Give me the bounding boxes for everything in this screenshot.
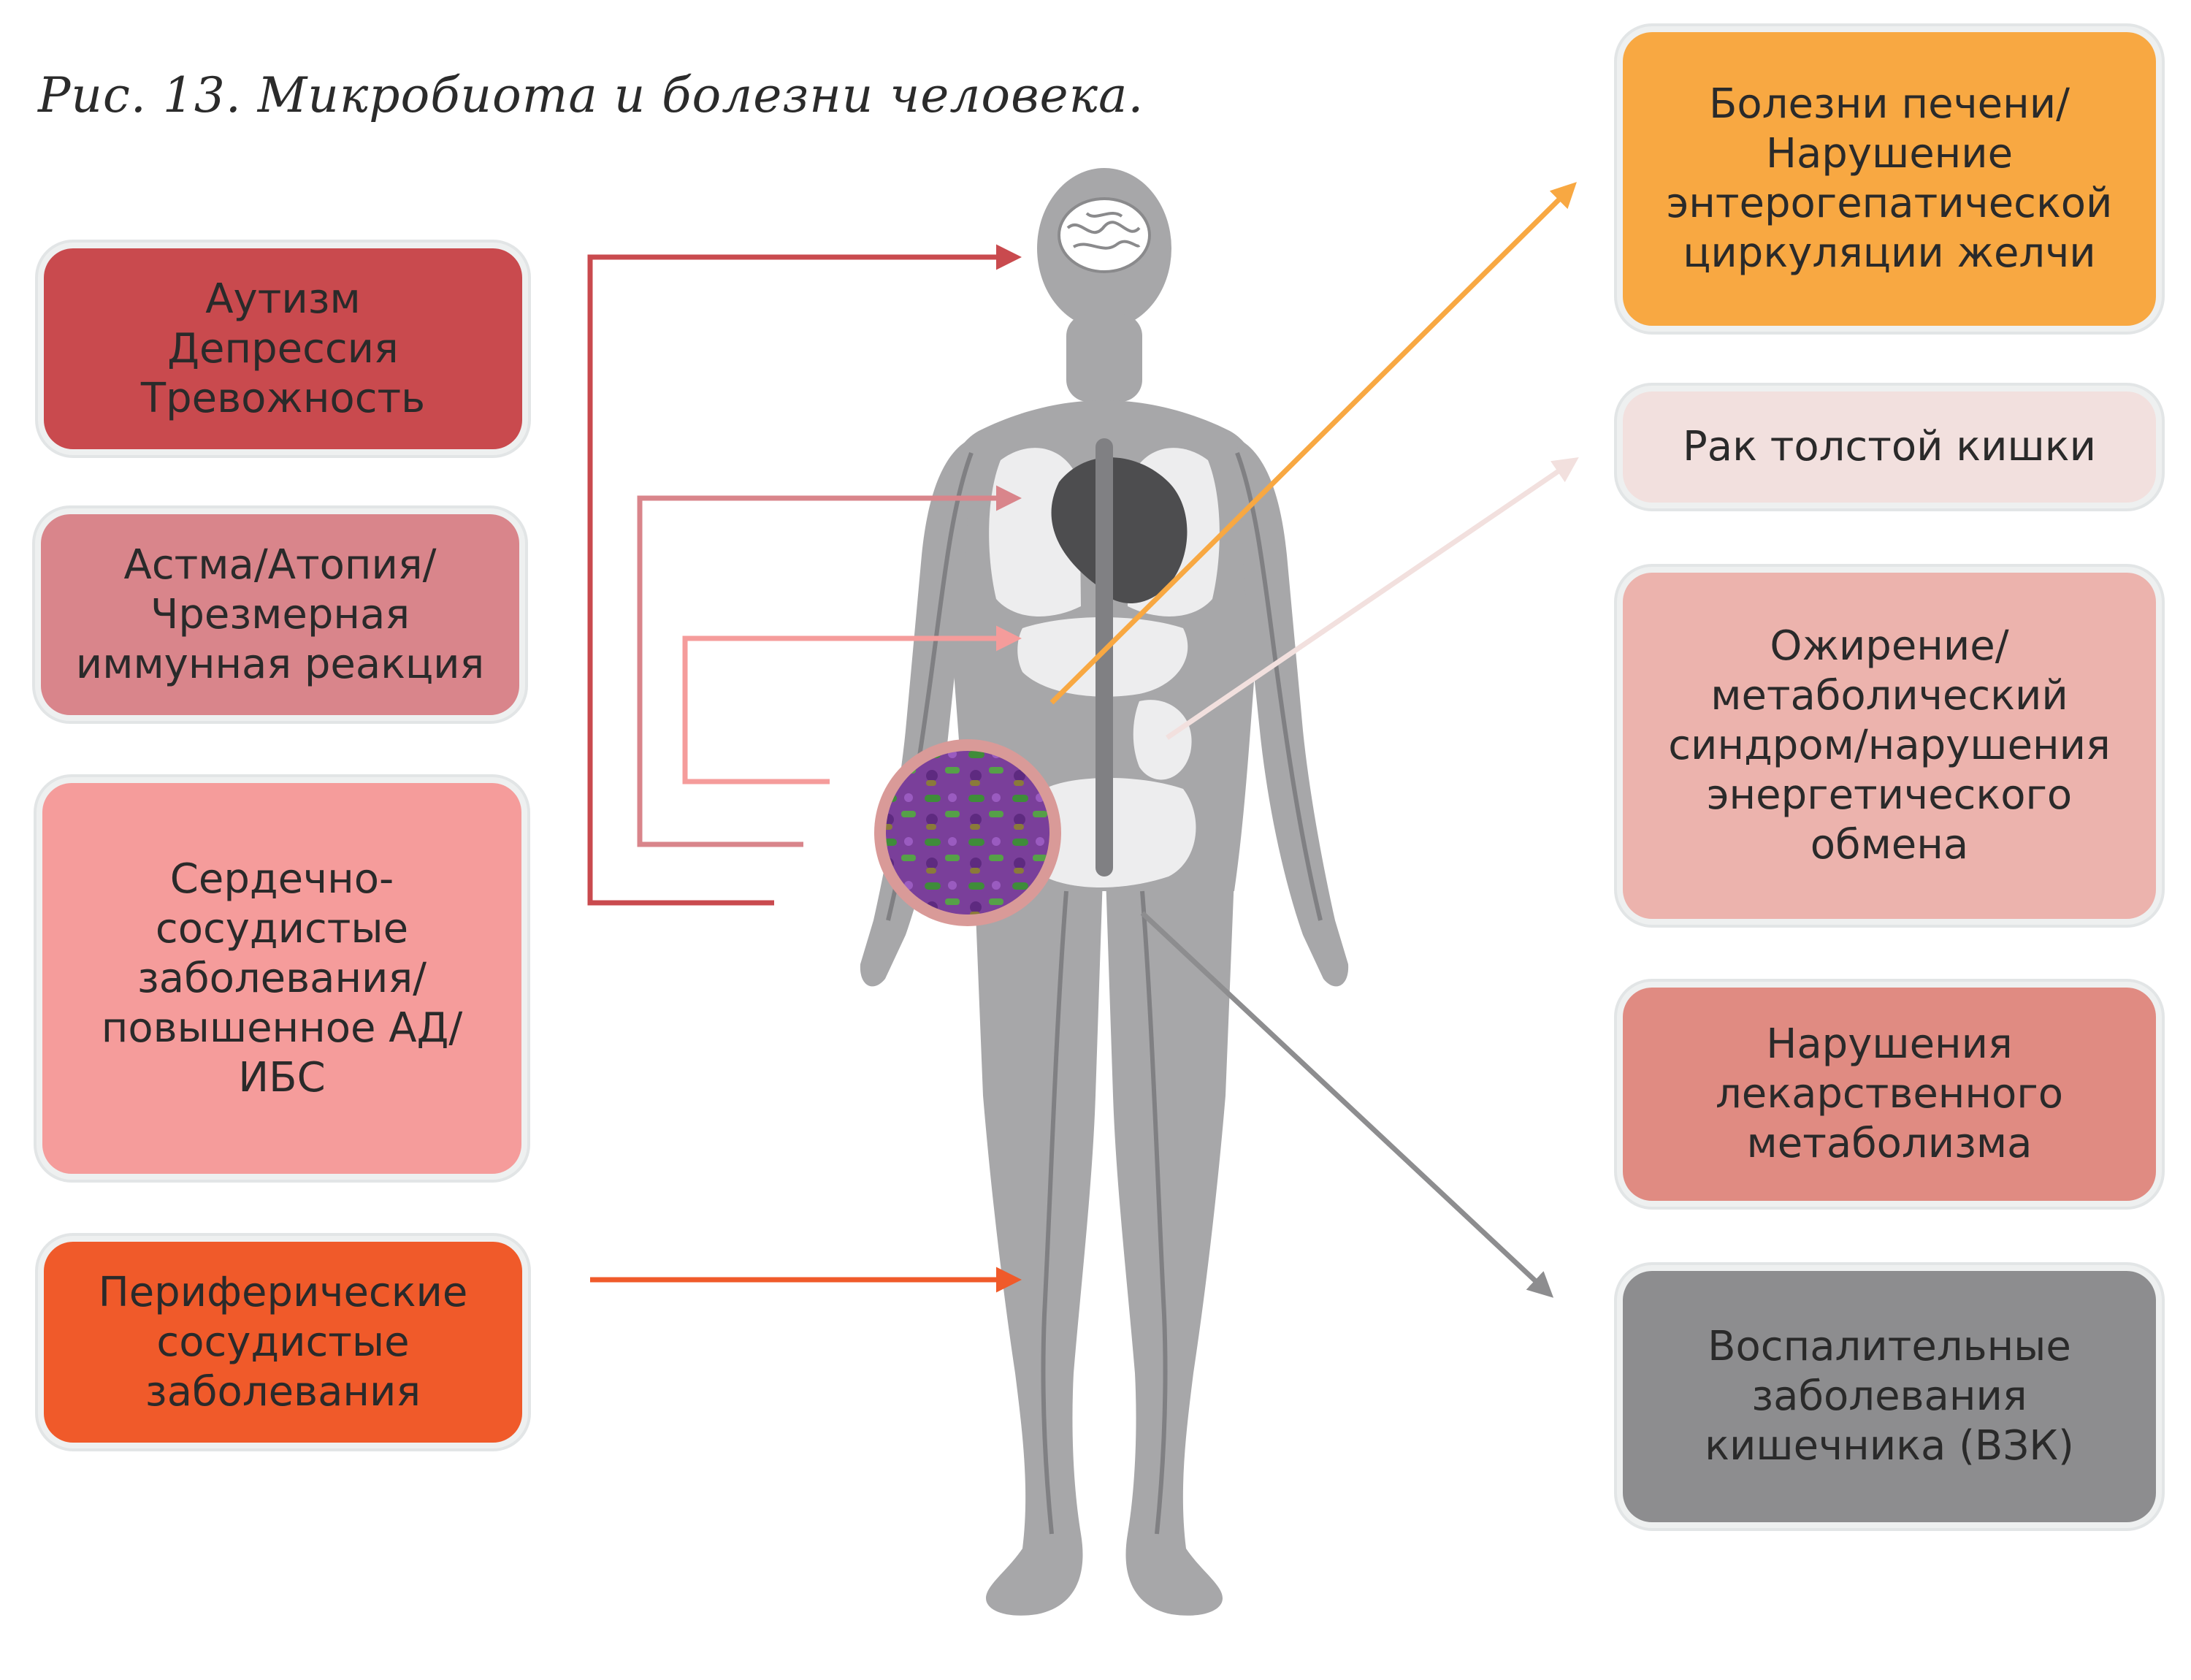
left-leg [974,877,1103,1616]
microbiota-magnifier [874,739,1061,926]
neck [1066,314,1142,402]
box-peripheral-label: Периферические сосудистые заболевания [98,1268,468,1416]
box-liver-label: Болезни печени/ Нарушение энтерогепатиче… [1666,80,2113,277]
heart [1051,457,1188,604]
box-colon-cancer: Рак толстой кишки [1623,392,2156,503]
arrow-lungs [637,485,1022,847]
box-obesity-metabolic: Ожирение/ метаболический синдром/нарушен… [1623,573,2156,919]
arrow-brain [587,244,1022,906]
intestines [1033,778,1196,887]
arrow-heart [682,625,1022,784]
box-autism-label: Аутизм Депрессия Тревожность [140,275,426,422]
box-ibd-label: Воспалительные заболевания кишечника (ВЗ… [1705,1323,2074,1470]
stomach [1133,700,1192,780]
aorta [1096,438,1113,877]
box-liver-diseases: Болезни печени/ Нарушение энтерогепатиче… [1623,32,2156,326]
box-colon-label: Рак толстой кишки [1683,423,2096,470]
figure-caption: Рис. 13. Микробиота и болезни человека. [38,67,1144,123]
box-obesity-label: Ожирение/ метаболический синдром/нарушен… [1668,622,2111,868]
box-peripheral-vascular: Периферические сосудистые заболевания [44,1242,522,1443]
box-asthma-label: Астма/Атопия/ Чрезмерная иммунная реакци… [75,541,485,688]
brain [1058,197,1151,273]
box-cardiovascular: Сердечно- сосудистые заболевания/ повыше… [42,783,521,1174]
arrow-liver [1049,182,1577,705]
right-leg [1106,877,1234,1616]
box-drug-label: Нарушения лекарственного метаболизма [1716,1020,2063,1167]
box-cardiovascular-label: Сердечно- сосудистые заболевания/ повыше… [101,855,463,1101]
arrows [587,182,1579,1298]
arrow-ibd [1140,911,1554,1298]
box-asthma: Астма/Атопия/ Чрезмерная иммунная реакци… [41,514,519,715]
box-ibd: Воспалительные заболевания кишечника (ВЗ… [1623,1271,2156,1522]
box-drug-metabolism: Нарушения лекарственного метаболизма [1623,988,2156,1201]
arrow-colon [1166,457,1579,740]
box-autism-depression: Аутизм Депрессия Тревожность [44,248,522,449]
